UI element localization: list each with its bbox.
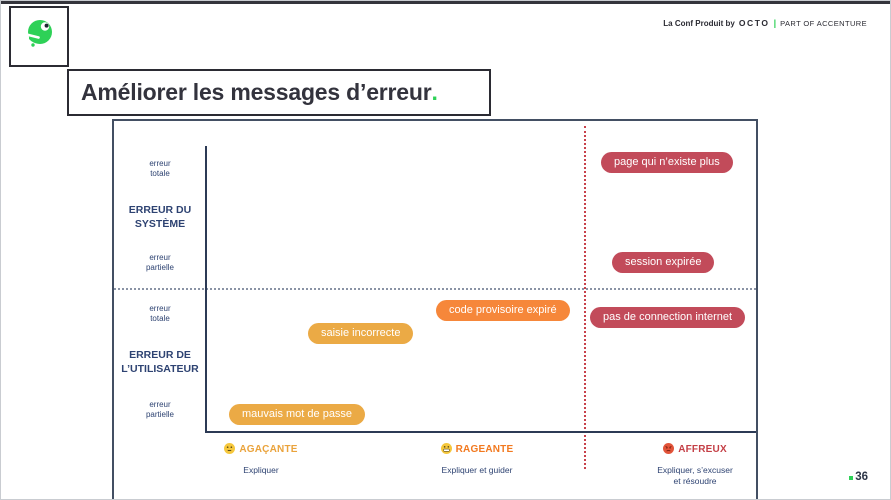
horizontal-dotted-divider [114, 288, 756, 290]
title-accent-period: . [431, 79, 438, 105]
tick-systeme-totale: erreur totale [149, 159, 171, 178]
error-pill-code-expire: code provisoire expiré [436, 300, 570, 321]
brand-suffix: PART OF ACCENTURE [780, 18, 867, 28]
error-pill-saisie-incorrecte: saisie incorrecte [308, 323, 414, 344]
error-pill-page-inexistante: page qui n’existe plus [601, 152, 733, 173]
octo-logo-text: OCTO [738, 18, 770, 28]
neutral-face-icon [224, 443, 236, 457]
x-axis-line [205, 431, 756, 433]
error-pill-mauvais-mot-de-passe: mauvais mot de passe [229, 404, 366, 425]
slide-title-box: Améliorer les messages d’erreur. [67, 69, 491, 116]
x-category-affreux: AFFREUX Expliquer, s’excuser et résoudre [620, 441, 770, 488]
x-category-agacante: AGAÇANTE Expliquer [186, 441, 336, 476]
green-dot-icon [849, 476, 854, 480]
error-matrix: erreur totale ERREUR DU SYSTÈME erreur p… [112, 119, 758, 499]
brand-separator: | [773, 18, 777, 28]
brand-prefix: La Conf Produit by [663, 18, 735, 28]
grimacing-face-icon [440, 443, 452, 457]
y-axis-line [205, 146, 207, 433]
tick-utilisateur-partielle: erreur partielle [145, 400, 174, 419]
tick-utilisateur-totale: erreur totale [149, 304, 171, 323]
vertical-dotted-divider [584, 126, 586, 469]
tick-systeme-partielle: erreur partielle [145, 253, 174, 272]
page-title: Améliorer les messages d’erreur [81, 79, 432, 105]
group-label-erreur-systeme: ERREUR DU SYSTÈME [128, 204, 192, 230]
category-agacante-description: Expliquer [243, 465, 279, 475]
logo-box [9, 6, 69, 67]
category-rageante-label: RAGEANTE [455, 444, 514, 455]
chameleon-logo-icon [23, 18, 55, 55]
header-brand: La Conf Produit by OCTO | PART OF ACCENT… [663, 18, 867, 28]
page-number: 36 [849, 471, 868, 483]
category-affreux-description: Expliquer, s’excuser et résoudre [657, 465, 733, 487]
slide-top-border [1, 1, 890, 4]
error-pill-session-expiree: session expirée [612, 252, 715, 273]
category-agacante-label: AGAÇANTE [239, 444, 298, 455]
category-affreux-label: AFFREUX [678, 444, 727, 455]
x-category-rageante: RAGEANTE Expliquer et guider [402, 441, 552, 476]
category-rageante-description: Expliquer et guider [441, 465, 513, 475]
page-number-value: 36 [855, 471, 868, 483]
angry-face-icon [663, 443, 675, 457]
group-label-erreur-utilisateur: ERREUR DE L’UTILISATEUR [121, 349, 199, 375]
error-pill-pas-de-connection: pas de connection internet [590, 307, 746, 328]
